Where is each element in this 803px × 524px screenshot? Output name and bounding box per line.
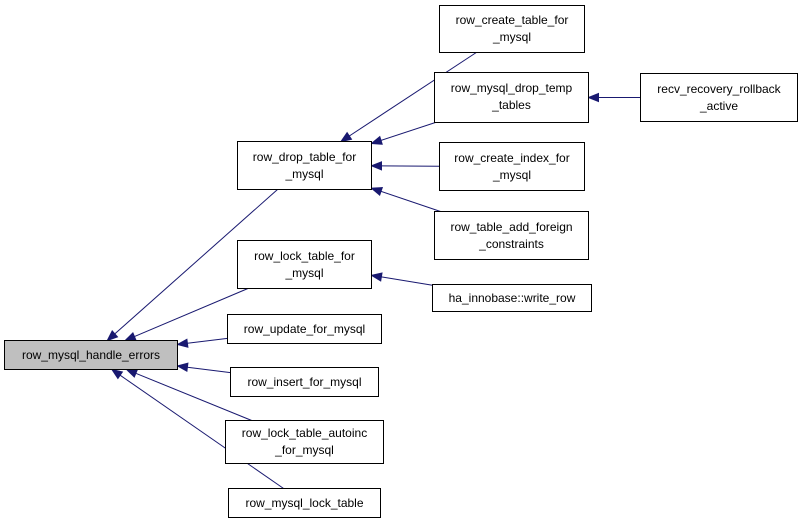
edge-line <box>381 276 433 286</box>
edge-line <box>135 372 252 421</box>
node-label-line-2: _tables <box>491 98 531 112</box>
node-label-line-1: row_lock_table_for <box>254 249 355 263</box>
edge-line <box>187 366 231 374</box>
edge-line <box>349 52 477 137</box>
edge-n_drop_temp-to-n_drop_table <box>370 122 436 145</box>
node-row-mysql-lock-table[interactable]: row_mysql_lock_table <box>228 488 381 518</box>
node-label: ha_innobase::write_row <box>449 291 576 305</box>
edge-arrowhead <box>110 368 124 380</box>
node-label-line-2: _mysql <box>492 168 531 182</box>
edge-n_recv_rollback-to-n_drop_temp <box>587 92 641 103</box>
node-label-line-1: recv_recovery_rollback <box>657 82 781 96</box>
edge-arrowhead <box>123 332 137 342</box>
edge-arrowhead <box>370 161 382 171</box>
node-label-line-1: row_drop_table_for <box>253 150 356 164</box>
node-label: row_mysql_lock_table <box>245 496 363 510</box>
node-label: row_mysql_handle_errors <box>22 348 160 362</box>
node-label-line-2: _for_mysql <box>274 443 334 457</box>
node-row-update-for-mysql[interactable]: row_update_for_mysql <box>227 314 382 344</box>
edge-arrowhead <box>370 187 384 196</box>
edge-n_write_row-to-n_lock_table <box>370 272 433 286</box>
node-row-table-add-foreign-constraints[interactable]: row_table_add_foreign _constraints <box>434 211 589 260</box>
edge-arrowhead <box>106 330 119 342</box>
node-label-line-2: _active <box>699 99 738 113</box>
node-row-mysql-drop-temp-tables[interactable]: row_mysql_drop_temp _tables <box>434 72 589 123</box>
edge-n_lock_autoinc-to-n_handle_errors <box>125 368 252 421</box>
node-row-lock-table-for-mysql[interactable]: row_lock_table_for _mysql <box>237 240 372 289</box>
node-label-line-1: row_create_index_for <box>454 151 569 165</box>
node-row-drop-table-for-mysql[interactable]: row_drop_table_for _mysql <box>237 141 372 190</box>
node-label-line-2: _constraints <box>478 237 544 251</box>
node-recv-recovery-rollback-active[interactable]: recv_recovery_rollback _active <box>640 73 798 122</box>
edge-n_update-to-n_handle_errors <box>176 337 228 348</box>
edge-arrowhead <box>125 368 139 378</box>
edge-n_create_table-to-n_drop_table <box>339 52 477 143</box>
edge-n_insert-to-n_handle_errors <box>176 362 231 374</box>
node-label: row_update_for_mysql <box>244 322 365 336</box>
edge-arrowhead <box>176 338 189 348</box>
node-row-insert-for-mysql[interactable]: row_insert_for_mysql <box>230 367 379 397</box>
edge-line <box>119 374 284 489</box>
edge-line <box>134 288 249 338</box>
node-label-line-1: row_table_add_foreign <box>450 220 572 234</box>
edge-n_drop_table-to-n_handle_errors <box>106 189 278 342</box>
node-label-line-1: row_lock_table_autoinc <box>242 426 367 440</box>
edge-arrowhead <box>587 92 599 103</box>
node-label: row_insert_for_mysql <box>247 375 361 389</box>
node-row-create-index-for-mysql[interactable]: row_create_index_for _mysql <box>439 142 585 191</box>
node-row-create-table-for-mysql[interactable]: row_create_table_for _mysql <box>439 5 585 53</box>
node-label-line-2: _mysql <box>284 266 323 280</box>
edge-arrowhead <box>370 135 383 145</box>
node-label-line-2: _mysql <box>284 167 323 181</box>
edge-arrowhead <box>339 131 353 143</box>
edge-line <box>380 190 441 212</box>
edge-arrowhead <box>370 272 383 282</box>
node-row-mysql-handle-errors[interactable]: row_mysql_handle_errors <box>4 340 178 370</box>
node-label-line-2: _mysql <box>492 30 531 44</box>
edge-n_create_index-to-n_drop_table <box>370 161 440 171</box>
edge-n_add_foreign-to-n_drop_table <box>370 187 441 212</box>
edge-line <box>187 337 228 344</box>
node-label-line-1: row_create_table_for <box>456 13 569 27</box>
edge-n_mysql_lock_table-to-n_handle_errors <box>110 368 284 489</box>
edge-arrowhead <box>176 362 189 373</box>
edge-line <box>114 189 278 335</box>
node-row-lock-table-autoinc-for-mysql[interactable]: row_lock_table_autoinc _for_mysql <box>225 420 384 464</box>
node-ha-innobase-write-row[interactable]: ha_innobase::write_row <box>432 284 592 312</box>
edge-line <box>380 122 436 141</box>
node-label-line-1: row_mysql_drop_temp <box>451 81 573 95</box>
